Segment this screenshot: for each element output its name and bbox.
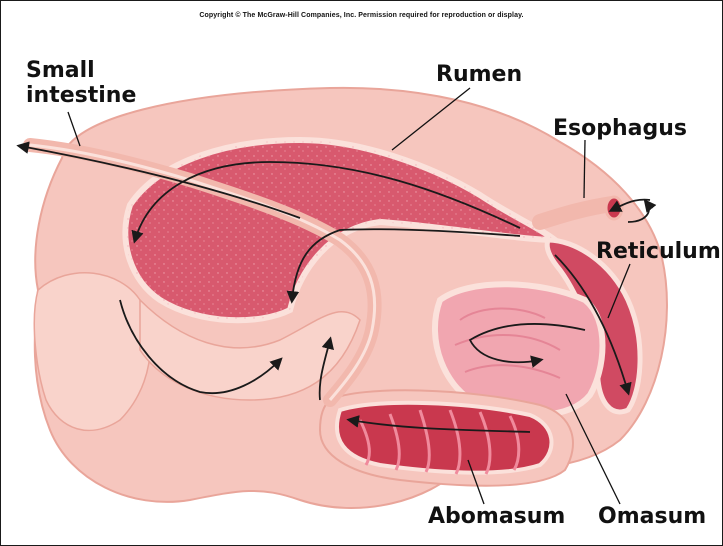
abomasum-cavity (337, 403, 552, 473)
label-small-intestine-line1: Small (26, 58, 136, 83)
label-omasum: Omasum (598, 504, 706, 529)
label-small-intestine: Small intestine (26, 58, 136, 108)
label-esophagus: Esophagus (553, 116, 687, 141)
label-rumen: Rumen (436, 62, 522, 87)
label-abomasum: Abomasum (428, 504, 565, 529)
label-small-intestine-line2: intestine (26, 83, 136, 108)
label-reticulum: Reticulum (596, 239, 721, 264)
